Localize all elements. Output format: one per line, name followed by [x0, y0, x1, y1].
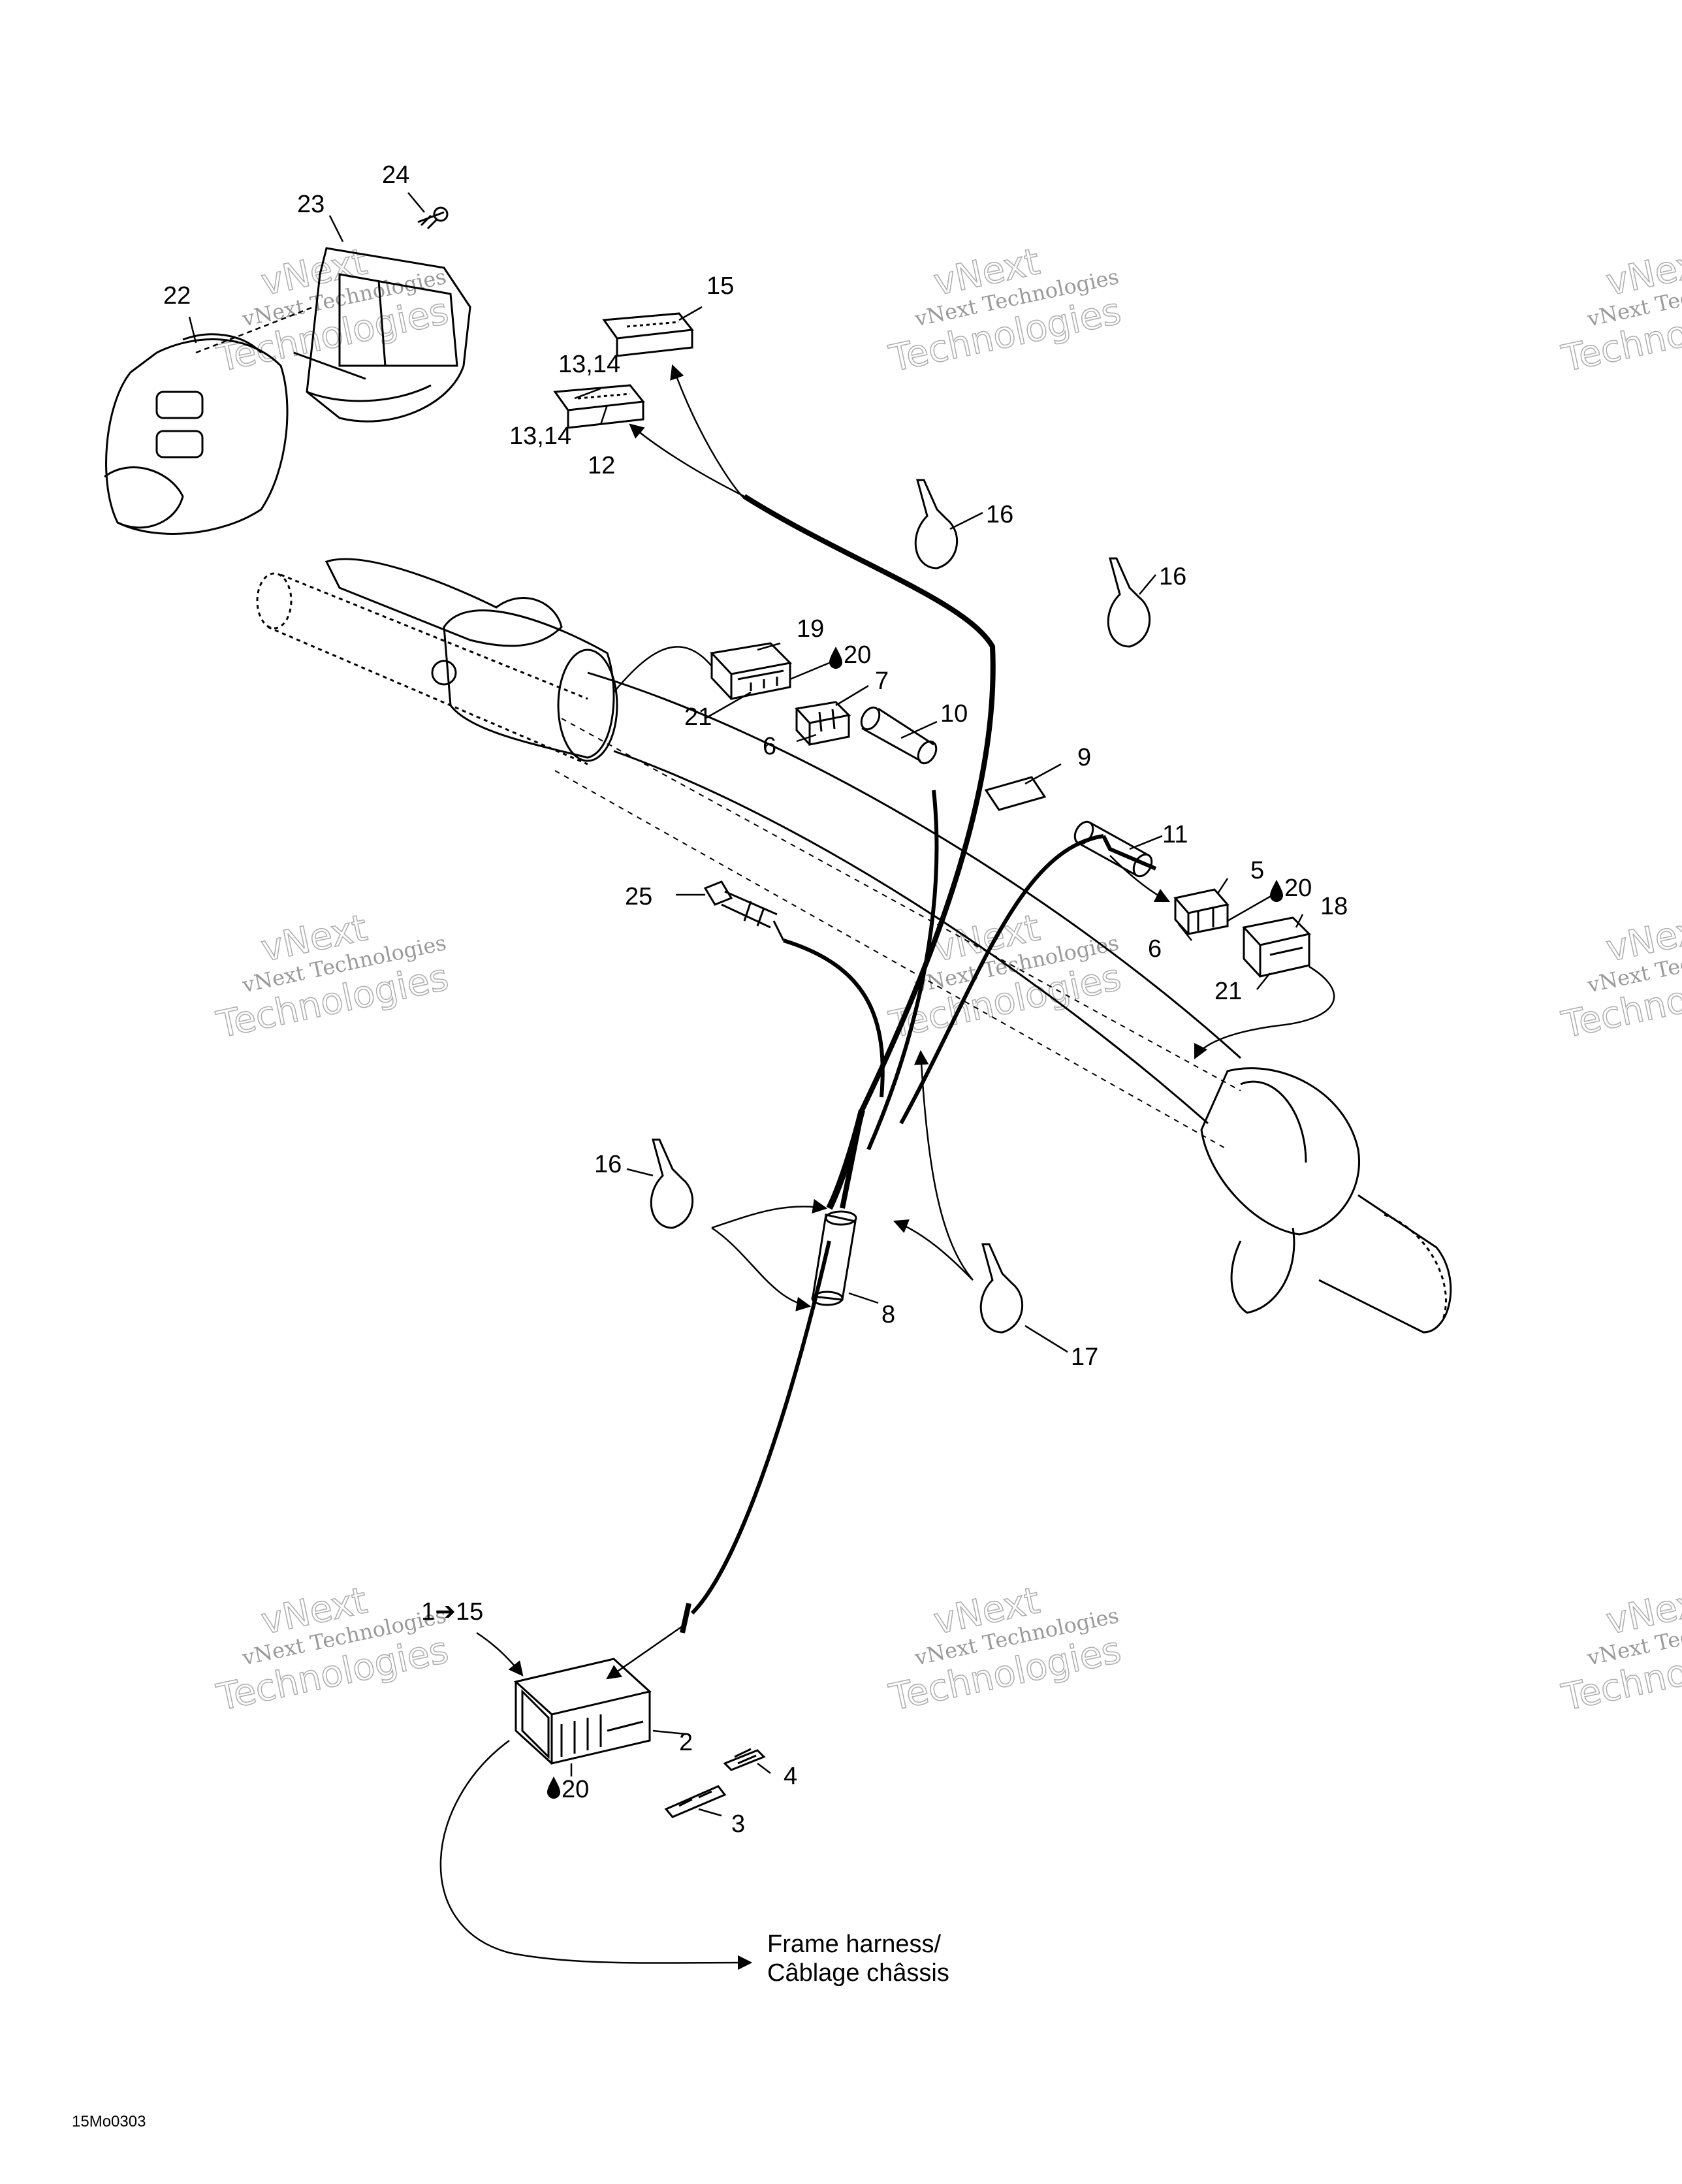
leader	[893, 1219, 974, 1281]
terminal-3	[664, 1785, 727, 1818]
frame-harness-line1: Frame harness/	[767, 1931, 942, 1958]
watermark: vNext vNext Technologies Technologies	[212, 1579, 452, 1720]
main-connector	[513, 1658, 652, 1765]
cable-tie	[1107, 557, 1150, 648]
sealant-icon	[829, 647, 842, 669]
switch-cover	[293, 247, 471, 423]
callout-8: 8	[881, 1301, 895, 1328]
callout-leaders	[188, 192, 1304, 1817]
watermark: vNext vNext Technologies Technologies	[1557, 906, 1682, 1047]
tape-9	[984, 776, 1047, 811]
connector-12	[553, 384, 645, 429]
callout-16: 16	[1159, 563, 1186, 590]
callout-4: 4	[784, 1763, 797, 1790]
callout-1-15: 1➔15	[421, 1598, 483, 1626]
callout-6: 6	[1148, 935, 1162, 963]
callout-16: 16	[594, 1151, 622, 1178]
callout-12: 12	[588, 452, 615, 479]
callout-19: 19	[797, 615, 824, 643]
callout-20: 20	[1284, 875, 1312, 902]
callout-18: 18	[1320, 893, 1348, 920]
leader	[1109, 855, 1171, 903]
callout-13-14: 13,14	[558, 351, 620, 378]
callout-20: 20	[844, 641, 871, 669]
callout-5: 5	[1250, 857, 1264, 884]
callout-22: 22	[163, 282, 191, 310]
sensor-25	[703, 880, 785, 941]
callout-16: 16	[986, 501, 1013, 528]
leader	[711, 1227, 812, 1311]
callout-25: 25	[625, 883, 652, 910]
callout-7: 7	[875, 667, 889, 695]
callout-3: 3	[731, 1810, 745, 1838]
handlebar	[256, 558, 1452, 1334]
callout-17: 17	[1071, 1343, 1098, 1371]
cable-tie	[979, 1243, 1023, 1334]
switch-housing	[104, 333, 289, 535]
heat-shrink-tube-11	[1073, 820, 1153, 878]
callout-2: 2	[679, 1729, 693, 1756]
frame-harness-line2: Câblage châssis	[767, 1959, 949, 1987]
watermark: vNext vNext Technologies Technologies	[212, 906, 452, 1047]
callout-21: 21	[1214, 978, 1242, 1005]
sealant-icon	[547, 1776, 560, 1799]
sealant-icon	[1270, 880, 1283, 902]
leader	[1194, 965, 1335, 1060]
callout-15: 15	[706, 272, 734, 300]
callout-13-14: 13,14	[509, 423, 571, 450]
callout-21: 21	[684, 703, 712, 731]
callout-9: 9	[1077, 744, 1091, 771]
callout-20: 20	[562, 1776, 589, 1803]
figure-code: 15Mo0303	[72, 2113, 146, 2130]
frame-harness-leader	[439, 1739, 753, 1970]
leader	[913, 1050, 974, 1281]
leader	[711, 1198, 828, 1229]
connector-19	[709, 642, 793, 700]
sleeve	[811, 1210, 857, 1306]
watermark: vNext vNext Technologies Technologies	[1557, 240, 1682, 381]
connector-5	[1173, 888, 1230, 935]
callout-10: 10	[940, 700, 968, 728]
watermark: vNext vNext Technologies Technologies	[885, 240, 1125, 381]
cable-tie	[650, 1138, 693, 1229]
connector-18	[1242, 916, 1311, 978]
screw	[417, 206, 449, 230]
callout-23: 23	[297, 191, 325, 218]
cable-tie	[914, 479, 958, 570]
terminal-4	[723, 1748, 766, 1771]
callout-24: 24	[382, 161, 409, 189]
callout-labels: 24 23 22 15 13,14 13,14 12 16 16 19 20 2…	[163, 161, 1348, 1838]
leader	[476, 1631, 524, 1677]
callout-6: 6	[763, 733, 776, 760]
wiring-harness	[606, 364, 1157, 1680]
watermarks: vNext vNext Technologies Technologies vN…	[212, 240, 1682, 1720]
connector-7	[795, 701, 851, 746]
frame-harness-note: Frame harness/ Câblage châssis	[767, 1930, 949, 1987]
leader	[613, 646, 712, 693]
connector-15	[602, 312, 694, 357]
heat-shrink-tube-10	[860, 706, 938, 765]
dashed-leader	[195, 306, 314, 354]
watermark: vNext vNext Technologies Technologies	[1557, 1579, 1682, 1720]
callout-11: 11	[1162, 821, 1188, 848]
watermark: vNext vNext Technologies Technologies	[885, 1579, 1125, 1720]
